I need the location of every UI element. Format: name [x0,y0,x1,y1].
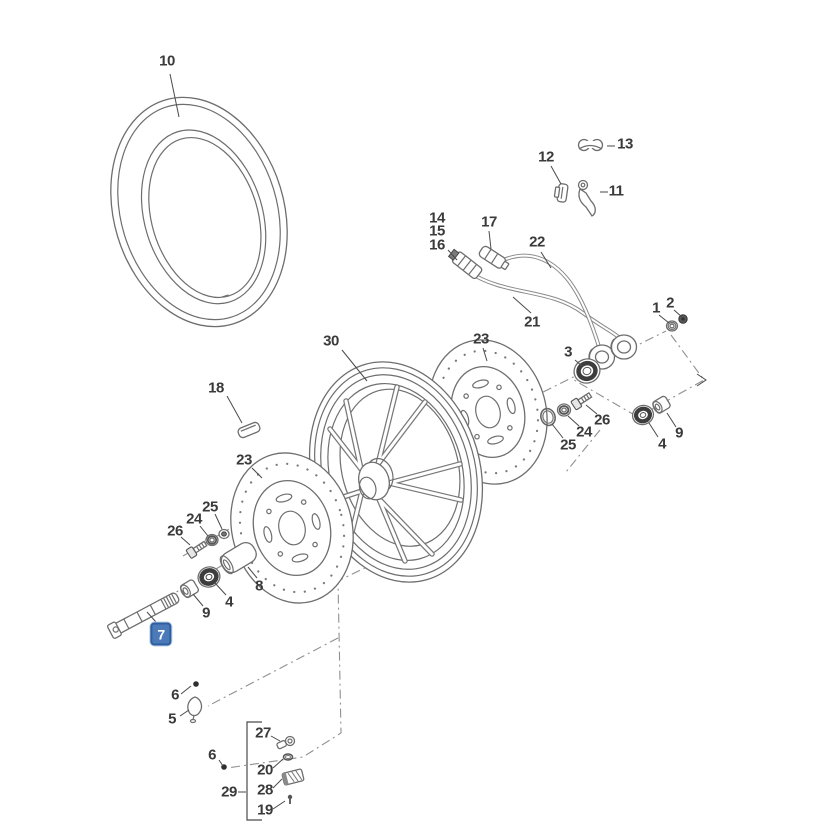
part-callout-24-left[interactable]: 24 [186,510,202,528]
part-callout-14[interactable]: 14 [429,209,445,227]
part-callout-23-right[interactable]: 23 [473,330,489,348]
kit-bracket [246,721,262,821]
part-callout-19[interactable]: 19 [257,801,273,819]
part-callout-27[interactable]: 27 [255,724,271,742]
part-callout-4-left[interactable]: 4 [225,593,233,611]
screw-19[interactable] [287,794,293,804]
bearing-4-right[interactable] [630,403,656,428]
part-callout-25-right[interactable]: 25 [560,436,576,454]
brake-disc-left[interactable] [214,439,369,617]
part-callout-10[interactable]: 10 [159,52,175,70]
wheel-weight-18[interactable] [237,421,261,439]
sensor-cables[interactable] [467,253,625,351]
bracket-11[interactable] [577,179,596,217]
axle-nut[interactable] [678,314,688,324]
valve-core-27[interactable] [276,735,296,750]
part-callout-11[interactable]: 11 [608,182,624,200]
part-callout-23-left[interactable]: 23 [236,451,252,469]
part-callout-28[interactable]: 28 [257,781,273,799]
part-callout-26-left[interactable]: 26 [167,522,183,540]
part-callout-5[interactable]: 5 [168,710,176,728]
callout-leaders [146,73,683,810]
nut-25-left[interactable] [218,528,230,540]
part-callout-7[interactable]: 7 [150,622,172,646]
part-callout-4-right[interactable]: 4 [658,435,666,453]
part-callout-2[interactable]: 2 [666,294,674,312]
sensor-connector[interactable] [478,245,511,272]
part-callout-3[interactable]: 3 [564,343,572,361]
part-callout-20[interactable]: 20 [257,761,273,779]
spacer-9-right[interactable] [651,395,671,414]
part-callout-1[interactable]: 1 [652,299,660,317]
part-callout-12[interactable]: 12 [538,148,554,166]
part-callout-16[interactable]: 16 [429,236,445,254]
oring-25-right[interactable] [539,407,558,427]
part-callout-24-right[interactable]: 24 [576,423,592,441]
washer-24-left[interactable] [205,533,219,547]
part-callout-18[interactable]: 18 [208,379,224,397]
valve-nut-upper[interactable] [193,681,199,687]
bearing-4-left[interactable] [195,564,223,590]
part-callout-9-right[interactable]: 9 [675,424,683,442]
part-callout-8[interactable]: 8 [255,577,263,595]
tire[interactable] [84,75,315,348]
part-callout-6-lower[interactable]: 6 [208,746,216,764]
part-callout-13[interactable]: 13 [617,135,633,153]
part-callout-9-left[interactable]: 9 [202,604,210,622]
part-callout-15[interactable]: 15 [429,222,445,240]
grommet-20[interactable] [282,753,294,761]
part-callout-29[interactable]: 29 [221,783,237,801]
speed-sensor[interactable] [447,248,483,280]
part-callout-30[interactable]: 30 [323,332,339,350]
part-callout-6-upper[interactable]: 6 [171,686,179,704]
part-callout-22[interactable]: 22 [529,233,545,251]
clip-12[interactable] [553,183,569,203]
retainer-clip[interactable] [577,138,604,152]
axle-washer[interactable] [665,320,679,332]
wheel-hub [358,457,394,501]
part-callout-25-left[interactable]: 25 [202,498,218,516]
bolt-26-left[interactable] [185,539,208,559]
washer-24-right[interactable] [556,403,572,417]
bolt-26-right[interactable] [570,391,593,411]
spacer-8[interactable] [217,539,259,576]
valve-stem[interactable] [187,696,203,724]
axle[interactable] [106,590,181,639]
sensor-ring-right[interactable] [610,334,638,360]
weight-28[interactable] [281,768,305,786]
part-callout-21[interactable]: 21 [524,313,540,331]
part-callout-17[interactable]: 17 [481,213,497,231]
part-callout-26-right[interactable]: 26 [594,411,610,429]
